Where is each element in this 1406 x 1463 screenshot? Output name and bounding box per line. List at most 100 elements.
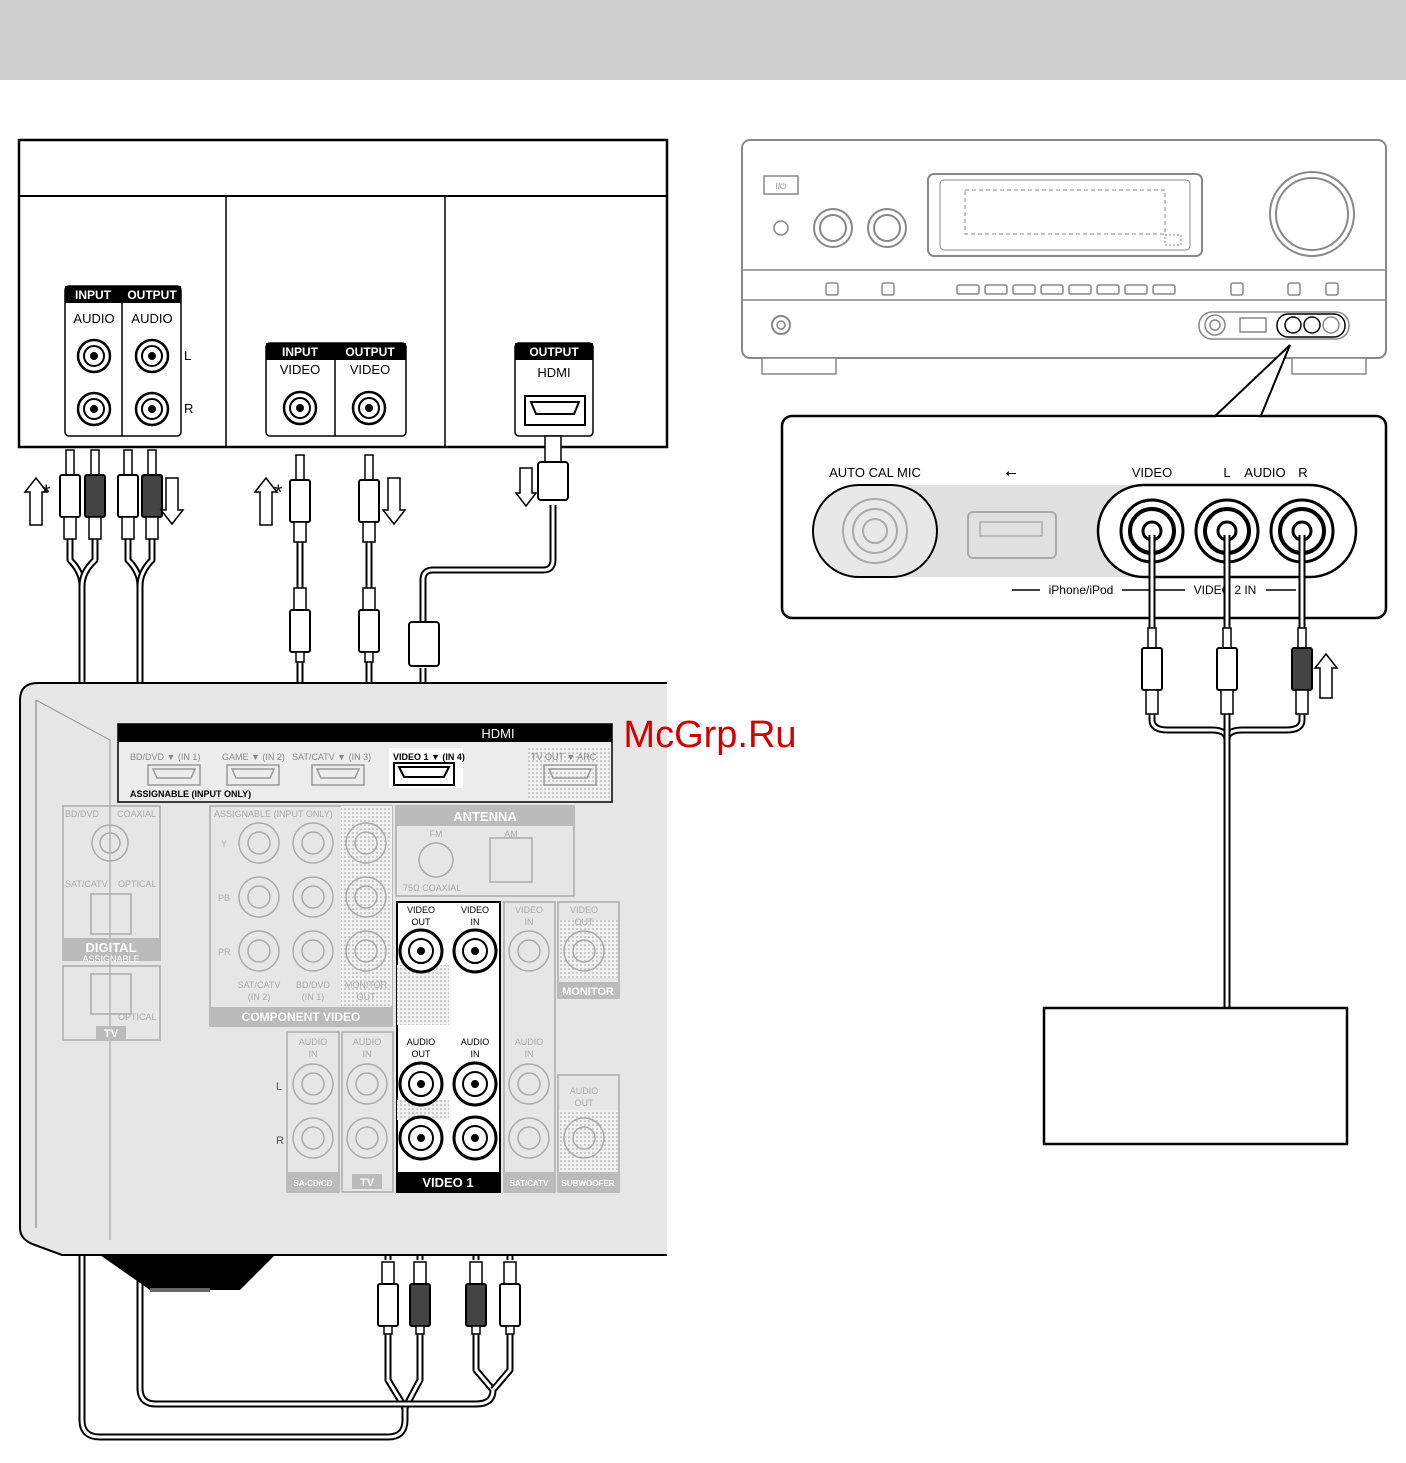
camcorder-plugs [1141,627,1313,715]
subwoofer-title: SUBWOOFER [562,1179,615,1188]
component-pr: PR [218,947,231,957]
down-arrow-icon [159,477,185,526]
video-out-label: VIDEO [407,905,435,915]
monitor-video-label2: OUT [575,917,595,927]
iphone-ipod-label: iPhone/iPod [1049,583,1114,597]
power-icon: I/⏻ [776,182,787,191]
audio-in-label: AUDIO [461,1037,490,1047]
rca-plug-white [59,449,81,540]
tv-audio-badge: TV [360,1177,375,1189]
digital-coaxial-label: COAXIAL [117,809,156,819]
rca-jack [76,338,112,374]
tv-audio-label2: IN [363,1049,372,1059]
down-arrow-icon [514,467,538,508]
antenna-title: ANTENNA [453,809,517,824]
rca-plug-white [1216,627,1238,715]
component-bd: BD/DVD [296,980,331,990]
up-arrow-icon [23,476,49,526]
hdmi-port-label: TV OUT ▼ ARC [531,752,597,762]
audio-out-jack-label: AUDIO [131,311,172,326]
audio-output-label: OUTPUT [127,288,177,302]
audio-out-label: AUDIO [407,1037,436,1047]
antenna-fm: FM [430,829,443,839]
rca-jack [1269,498,1335,564]
component-sat2: (IN 2) [248,992,271,1002]
rca-jack [398,1061,444,1107]
camcorder-cable [1148,535,1306,1008]
antenna-coax: 75Ω COAXIAL [403,883,461,893]
camcorder-device-box [1042,1006,1349,1146]
tv-audio-label: AUDIO [353,1037,382,1047]
video-in-label: VIDEO [461,905,489,915]
tv-optical-label: OPTICAL [118,1012,157,1022]
monitor-title: MONITOR [562,986,614,998]
component-sat: SAT/CATV [238,980,281,990]
rca-plug-video [358,587,380,663]
audio-in-jack-label: AUDIO [73,311,114,326]
audio-out-label2: OUT [412,1049,432,1059]
rca-plug-video [289,587,311,663]
satcatv-title: SAT/CATV [510,1179,549,1188]
video-out-label2: OUT [412,917,432,927]
rca-plug-red [409,1261,431,1335]
hdmi-label: HDMI [537,365,570,380]
audio-in-label2: IN [471,1049,480,1059]
hdmi-port-label: GAME ▼ (IN 2) [222,752,285,762]
up-arrow-icon [253,476,279,526]
front-jack-callout: AUTO CAL MIC ⭠ VIDEO L AUDIO R iPhone/iP… [780,344,1388,620]
hdmi-plug [408,621,440,667]
up-arrow-icon [1313,652,1339,699]
video1-title: VIDEO 1 [422,1175,473,1190]
digital-optical-label: OPTICAL [118,879,157,889]
watermark: McGrp.Ru [623,714,796,756]
receiver-front-panel: I/⏻ [741,139,1387,375]
satcatv-video-label: VIDEO [515,905,543,915]
video-in-jack-label: VIDEO [280,362,320,377]
auto-cal-mic-label: AUTO CAL MIC [829,465,921,480]
rca-jack [452,1115,498,1161]
monitor-out-label: MONITOR [345,980,388,990]
rca-jack [398,928,444,974]
asterisk-note: * [274,480,283,505]
monitor-video-label: VIDEO [570,905,598,915]
row-r-label: R [276,1135,284,1147]
hdmi-port-label: VIDEO 1 ▼ (IN 4) [393,752,465,762]
hdmi-assignable-label: ASSIGNABLE (INPUT ONLY) [130,789,251,799]
rca-jack [134,391,170,427]
rca-jack [76,391,112,427]
source-audio-jacks: INPUT OUTPUT AUDIO AUDIO L R [64,285,193,437]
antenna-am: AM [504,829,518,839]
header-banner [0,0,1406,80]
audio-l-label: L [184,348,191,363]
rca-plug-red [84,449,106,540]
audio-input-label: INPUT [75,288,112,302]
sat-audio-label2: IN [525,1049,534,1059]
asterisk-note: * [42,480,51,505]
receiver-audio-plugs [377,1261,521,1335]
sat-audio-label: AUDIO [515,1037,544,1047]
hdmi-port-label: BD/DVD ▼ (IN 1) [130,752,200,762]
row-l-label: L [276,1081,282,1093]
hdmi-section-title: HDMI [481,726,514,741]
rca-jack [134,338,170,374]
rca-jack [351,390,387,426]
digital-title: DIGITAL [85,940,136,955]
rca-jack [452,1061,498,1107]
monitor-out-label2: OUT [357,992,377,1002]
hdmi-output-label: OUTPUT [529,345,579,359]
component-assignable: ASSIGNABLE (INPUT ONLY) [214,809,333,819]
usb-icon: ⭠ [1005,464,1016,480]
power-button [763,175,799,195]
component-y: Y [221,839,227,849]
down-arrow-icon [381,477,407,526]
rca-jack [1119,498,1185,564]
sacd-audio-label2: IN [309,1049,318,1059]
rca-plug-red [465,1261,487,1335]
rca-plug-red [141,449,163,540]
tv-badge: TV [104,1028,119,1040]
rca-jack [398,1115,444,1161]
component-video-title: COMPONENT VIDEO [242,1010,361,1024]
component-bd2: (IN 1) [302,992,325,1002]
source-hdmi-jack: OUTPUT HDMI [514,342,594,437]
